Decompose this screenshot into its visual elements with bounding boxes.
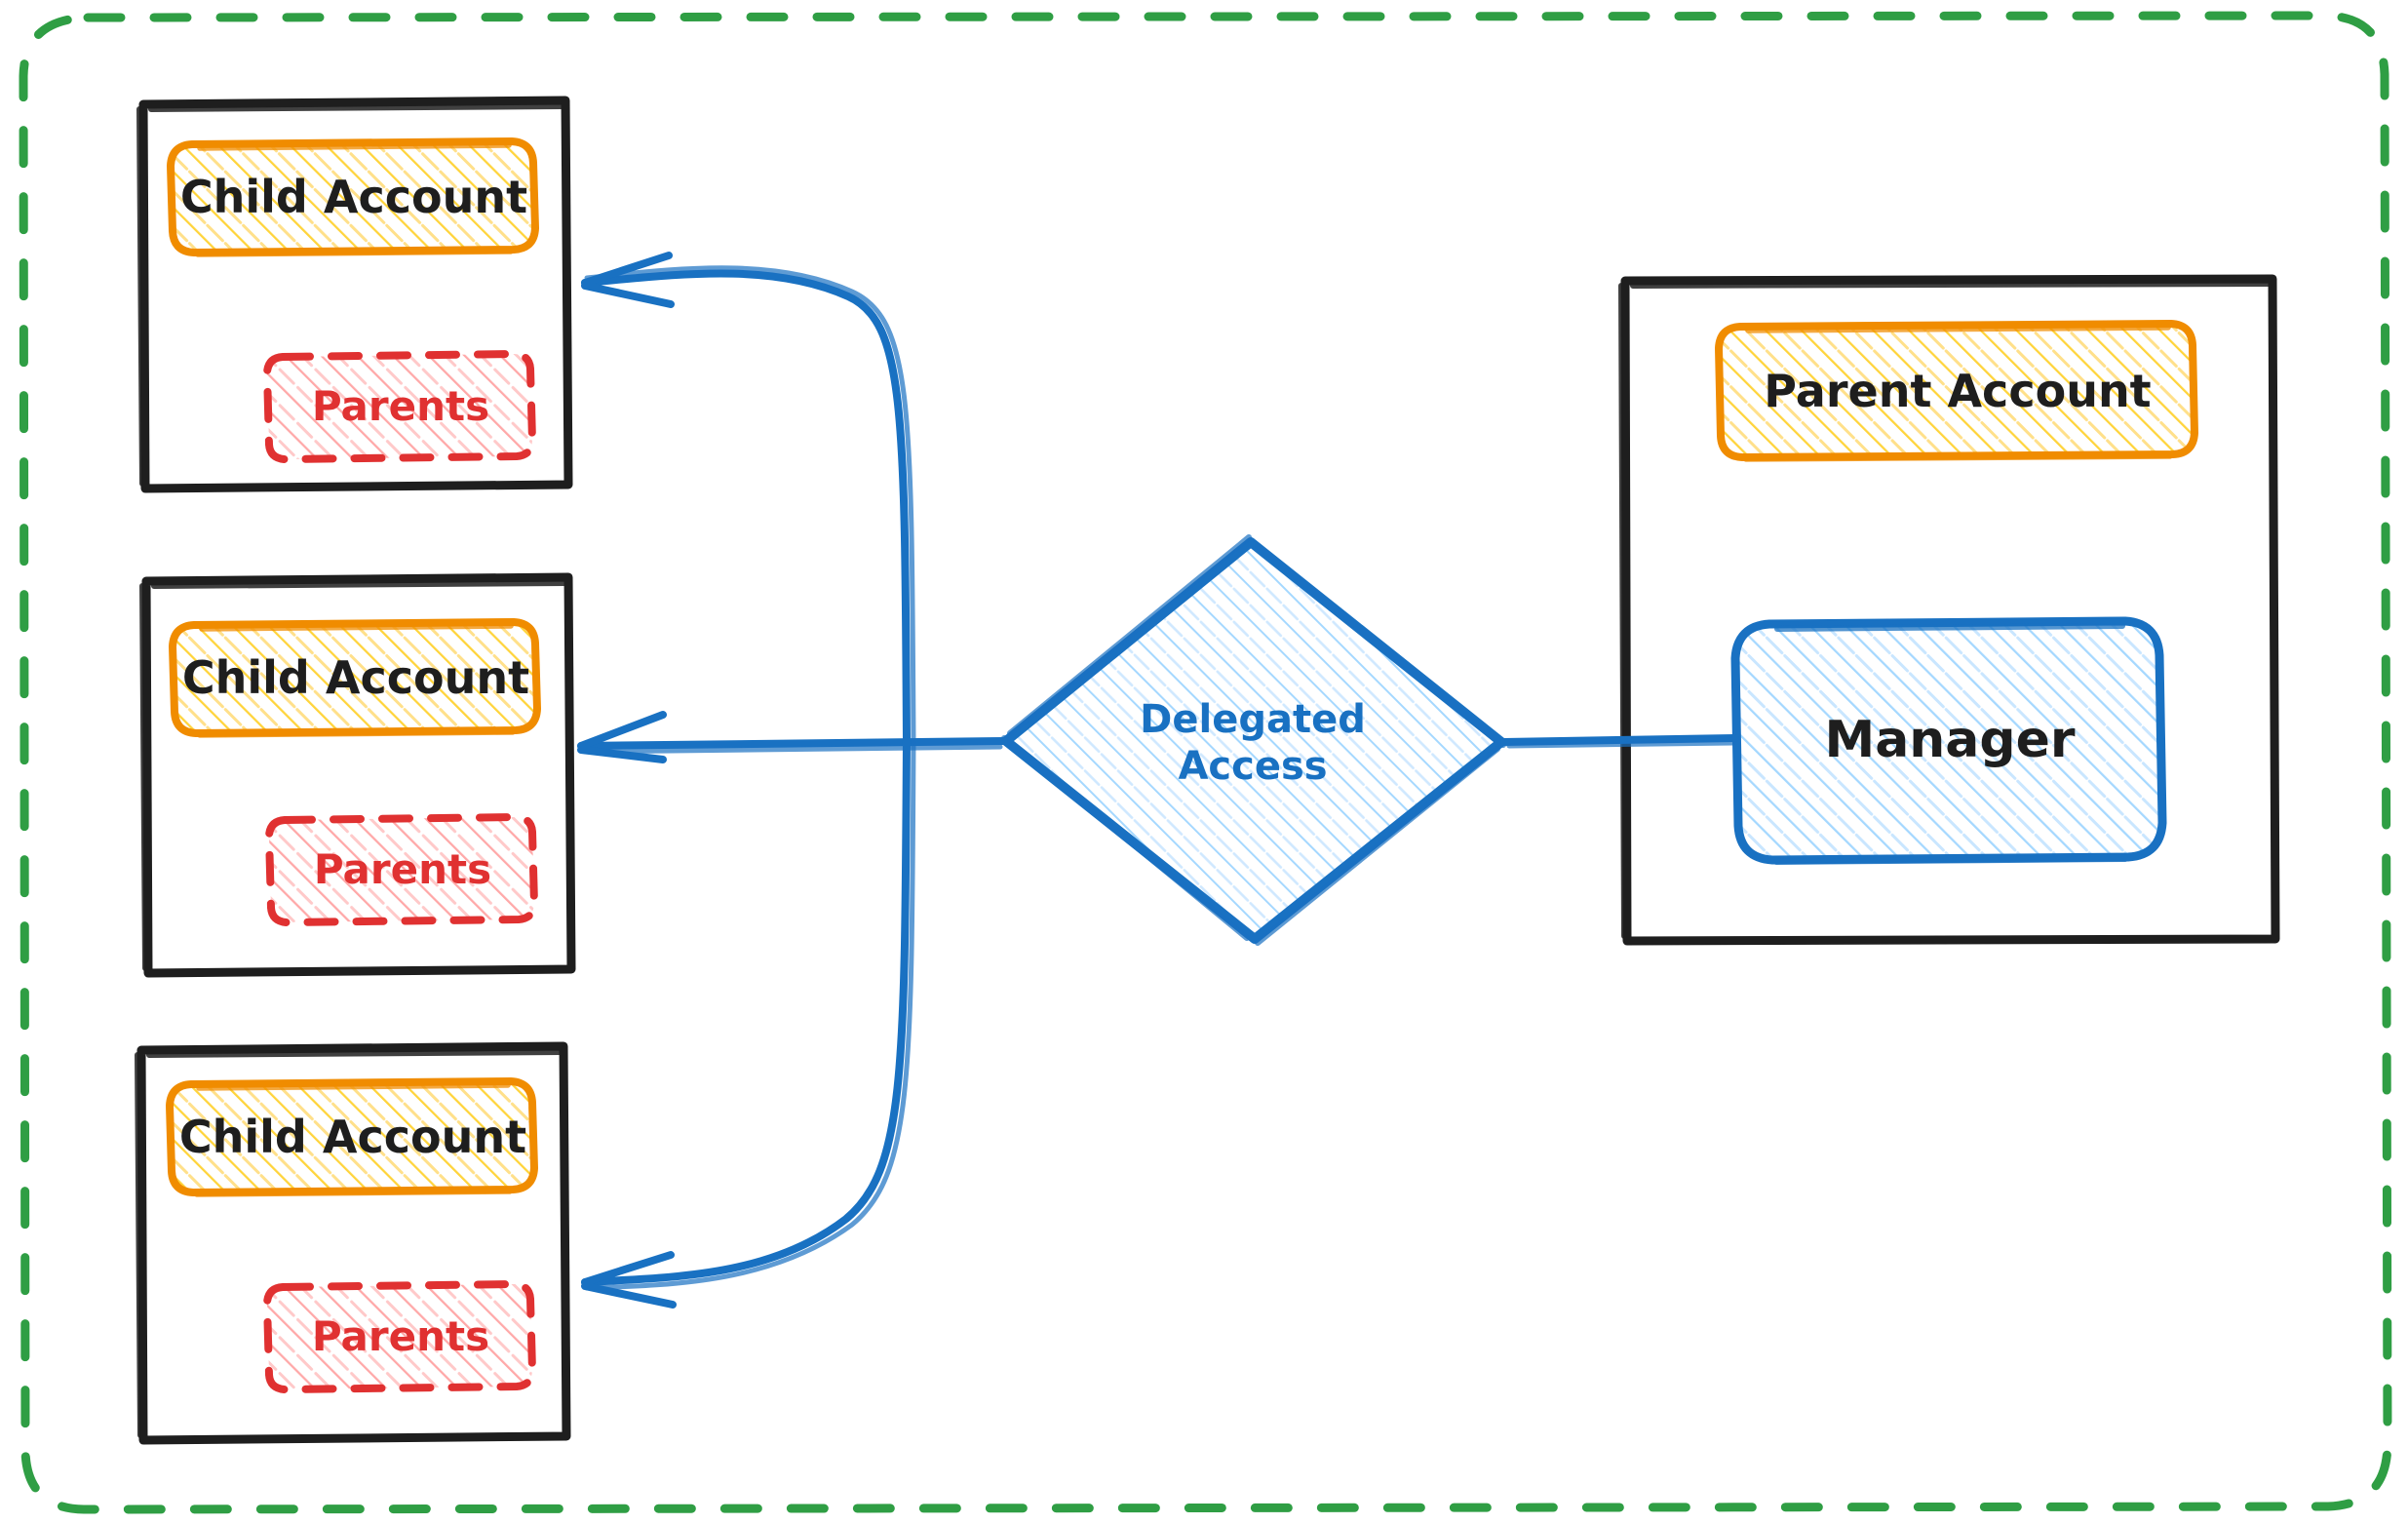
child-account-node-3[interactable]: [166, 1077, 538, 1197]
edge-gateway-to-child-2[interactable]: [577, 711, 1008, 763]
edge-gateway-to-child-1[interactable]: [581, 252, 916, 745]
parents-node-1[interactable]: [263, 350, 536, 463]
edge-manager-to-gateway[interactable]: [1500, 734, 1739, 749]
delegated-access-diamond[interactable]: [1001, 534, 1506, 946]
parent-container[interactable]: [1618, 274, 2280, 946]
manager-node[interactable]: [1730, 616, 2167, 865]
parent-account-node[interactable]: [1715, 320, 2198, 462]
edge-gateway-to-child-3[interactable]: [581, 737, 916, 1309]
child-container-1[interactable]: [136, 96, 573, 493]
child-container-3[interactable]: [135, 1041, 571, 1445]
parents-node-3[interactable]: [263, 1280, 536, 1393]
child-container-2[interactable]: [139, 572, 576, 978]
outer-boundary: [19, 11, 2392, 1514]
child-account-node-1[interactable]: [167, 137, 539, 257]
parents-node-2[interactable]: [265, 813, 538, 926]
child-account-node-2[interactable]: [169, 618, 541, 738]
